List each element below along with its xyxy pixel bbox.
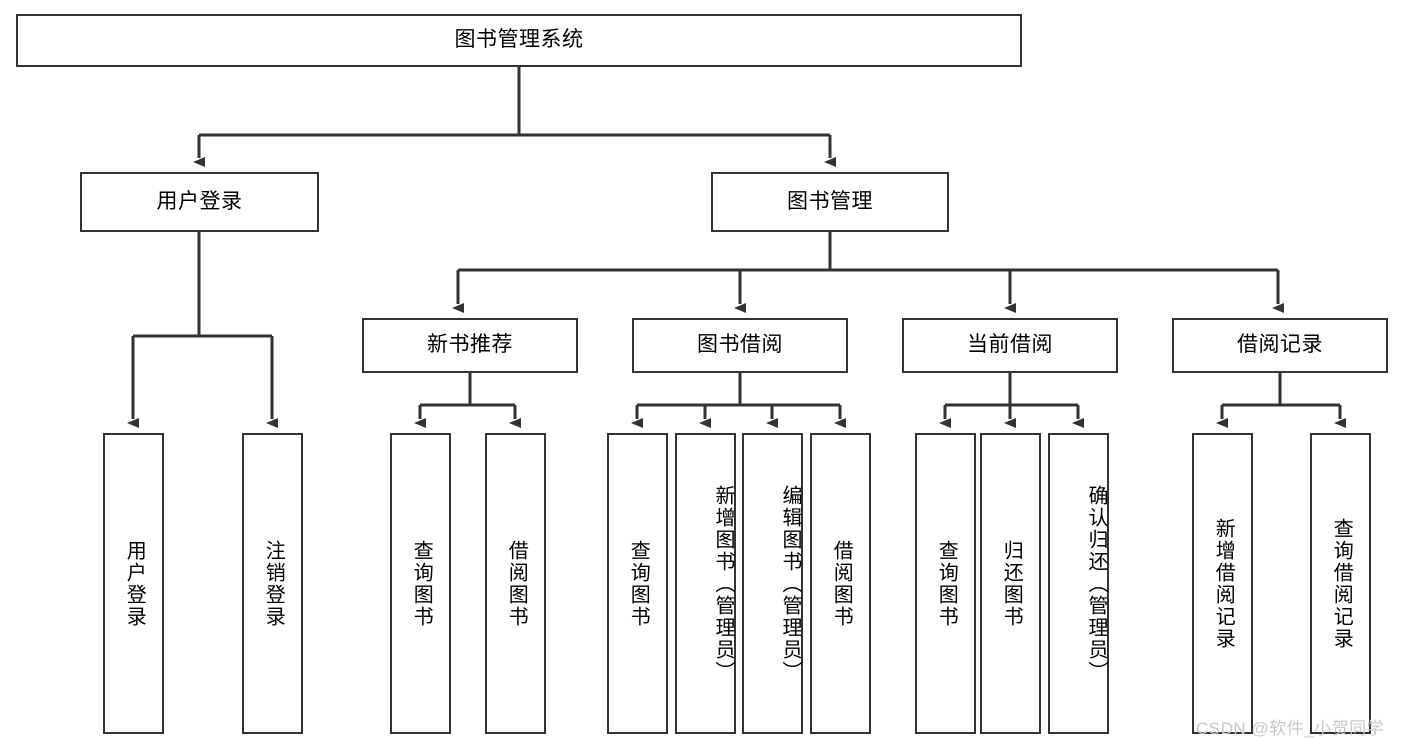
node-root[interactable]: 图书管理系统 (16, 14, 1022, 67)
node-book-borrow-label: 图书借阅 (697, 333, 783, 357)
node-leaf-query-record-label: 查询借阅记录 (1330, 517, 1353, 650)
node-leaf-user-logout-label: 注销登录 (262, 539, 285, 628)
node-root-label: 图书管理系统 (454, 28, 584, 52)
node-user-login-label: 用户登录 (156, 189, 243, 213)
node-leaf-query-book-2[interactable]: 查询图书 (607, 433, 668, 734)
node-leaf-return-book[interactable]: 归还图书 (980, 433, 1041, 734)
node-leaf-query-book-2-label: 查询图书 (627, 539, 650, 628)
node-book-borrow[interactable]: 图书借阅 (632, 318, 848, 373)
node-leaf-confirm-return[interactable]: 确认归还（管理员） (1048, 433, 1109, 734)
node-leaf-user-login-label: 用户登录 (123, 539, 146, 628)
node-borrow-record-label: 借阅记录 (1237, 333, 1323, 357)
node-leaf-query-book-3-label: 查询图书 (935, 539, 958, 628)
node-leaf-edit-book-label: 编辑图书（管理员） (779, 484, 801, 683)
node-leaf-query-book-1[interactable]: 查询图书 (390, 433, 451, 734)
node-leaf-borrow-book-1[interactable]: 借阅图书 (485, 433, 546, 734)
node-leaf-borrow-book-2-label: 借阅图书 (830, 539, 853, 628)
node-new-book-recommend[interactable]: 新书推荐 (362, 318, 578, 373)
node-leaf-borrow-book-1-label: 借阅图书 (505, 539, 528, 628)
node-leaf-edit-book[interactable]: 编辑图书（管理员） (742, 433, 803, 734)
node-leaf-query-record[interactable]: 查询借阅记录 (1310, 433, 1371, 734)
node-leaf-query-book-1-label: 查询图书 (410, 539, 433, 628)
node-leaf-add-book[interactable]: 新增图书（管理员） (675, 433, 736, 734)
node-leaf-return-book-label: 归还图书 (1000, 539, 1023, 628)
node-leaf-user-logout[interactable]: 注销登录 (242, 433, 303, 734)
node-leaf-add-book-label: 新增图书（管理员） (712, 484, 734, 683)
node-borrow-record[interactable]: 借阅记录 (1172, 318, 1388, 373)
node-leaf-user-login[interactable]: 用户登录 (103, 433, 164, 734)
node-book-manage[interactable]: 图书管理 (711, 172, 949, 232)
node-leaf-confirm-return-label: 确认归还（管理员） (1085, 484, 1107, 683)
node-leaf-add-record[interactable]: 新增借阅记录 (1192, 433, 1253, 734)
node-book-manage-label: 图书管理 (787, 189, 873, 213)
node-leaf-borrow-book-2[interactable]: 借阅图书 (810, 433, 871, 734)
csdn-watermark: CSDN @软件_小贺同学 (1196, 719, 1385, 738)
node-new-book-recommend-label: 新书推荐 (427, 333, 513, 357)
node-user-login[interactable]: 用户登录 (80, 172, 319, 232)
node-current-borrow[interactable]: 当前借阅 (902, 318, 1118, 373)
node-current-borrow-label: 当前借阅 (967, 333, 1053, 357)
node-leaf-add-record-label: 新增借阅记录 (1212, 517, 1235, 650)
node-leaf-query-book-3[interactable]: 查询图书 (915, 433, 976, 734)
